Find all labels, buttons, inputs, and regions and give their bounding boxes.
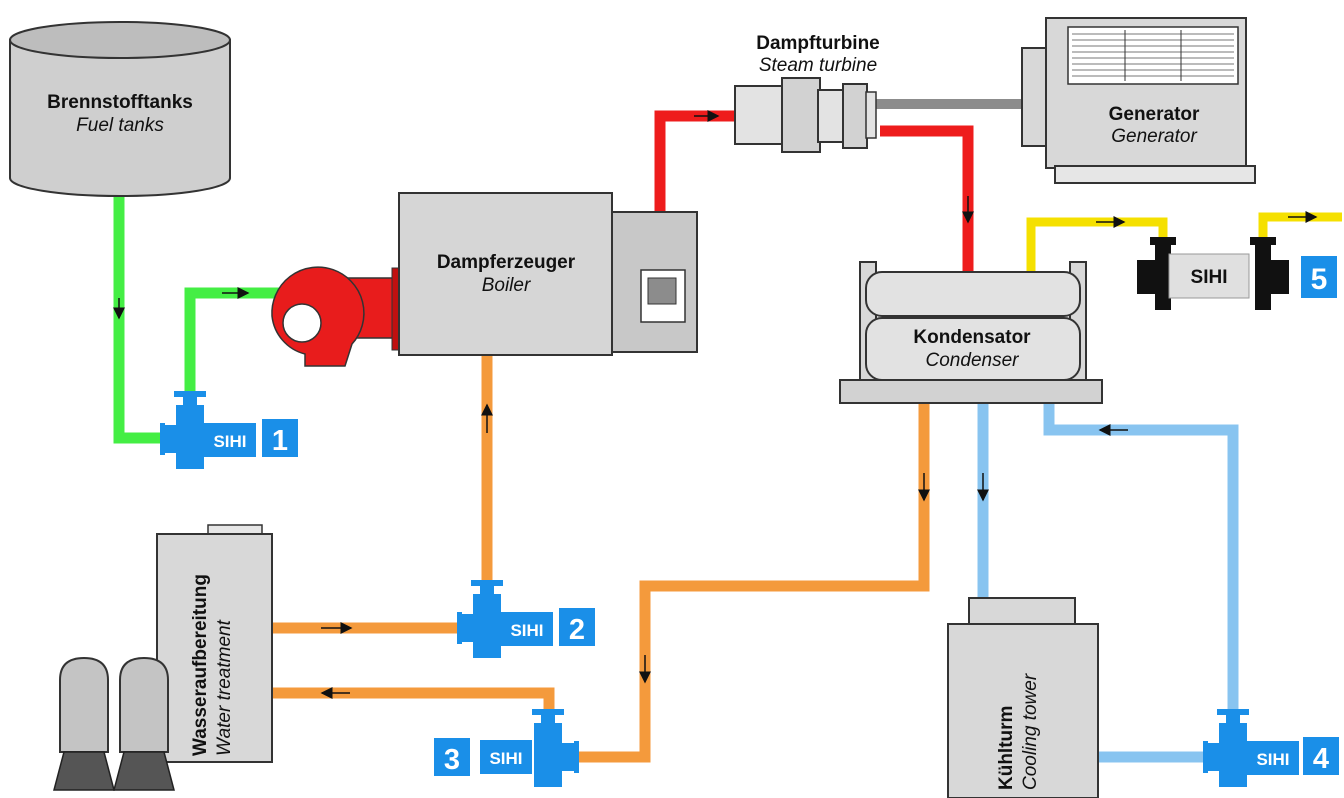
cooling-tower-label-de: Kühlturm xyxy=(996,706,1017,790)
pump-5: SIHI 5 xyxy=(1137,237,1337,310)
fuel-line-pump1-to-burner xyxy=(184,287,280,395)
pump-1-number: 1 xyxy=(272,425,288,457)
condenser-label-de: Kondensator xyxy=(913,327,1031,348)
water-line-pump3-to-treatment xyxy=(272,687,555,712)
condenser: Kondensator Condenser xyxy=(839,261,1103,404)
pump-4-brand: SIHI xyxy=(1256,750,1289,769)
pump-4-number: 4 xyxy=(1313,743,1329,775)
cooling-pipes xyxy=(977,403,1239,763)
pump-2-number: 2 xyxy=(569,614,585,646)
pump-5-brand: SIHI xyxy=(1191,267,1228,288)
condenser-base xyxy=(839,379,1103,404)
flow-arrows xyxy=(113,110,1318,699)
turbine-generator-shaft xyxy=(872,99,1022,109)
pump-3-brand: SIHI xyxy=(489,749,522,768)
pump-3: 3 SIHI xyxy=(434,709,579,787)
steam-turbine-label-de: Dampfturbine xyxy=(756,33,880,54)
burner-fan-inlet xyxy=(282,303,322,343)
boiler-label-en: Boiler xyxy=(482,275,531,296)
boiler-body xyxy=(398,192,613,356)
boiler: Dampferzeuger Boiler xyxy=(398,192,698,356)
generator-label-de: Generator xyxy=(1109,104,1200,125)
pump-2-brand: SIHI xyxy=(510,621,543,640)
fuel-tanks-label-en: Fuel tanks xyxy=(76,115,164,136)
fuel-tank: Brennstofftanks Fuel tanks xyxy=(9,21,231,197)
pump-2: SIHI 2 xyxy=(457,580,595,658)
aux-line-pump5-outlet xyxy=(1258,212,1342,240)
condenser-label-en: Condenser xyxy=(926,350,1020,371)
water-treatment: Wasseraufbereitung Water treatment xyxy=(156,524,273,763)
burner xyxy=(271,266,401,367)
pump-4: SIHI 4 xyxy=(1203,709,1339,787)
cooling-tower: Kühlturm Cooling tower xyxy=(947,597,1099,798)
cooling-tower-label-en: Cooling tower xyxy=(1020,673,1041,790)
steam-turbine: Dampfturbine Steam turbine xyxy=(734,33,880,153)
generator: Generator Generator xyxy=(1021,17,1256,184)
pump-3-number: 3 xyxy=(444,744,460,776)
fuel-pipes xyxy=(113,195,280,444)
cooling-line-pump4-to-condenser xyxy=(1043,403,1239,712)
condenser-upper-drum xyxy=(865,271,1081,317)
water-treatment-label-de: Wasseraufbereitung xyxy=(190,574,211,756)
water-line-condenser-to-pump3 xyxy=(578,403,930,763)
treatment-tanks xyxy=(53,656,175,791)
cooling-tower-body xyxy=(947,623,1099,798)
fuel-line-tank-to-pump1 xyxy=(113,195,165,444)
steam-line-boiler-to-turbine xyxy=(654,110,738,212)
boiler-label-de: Dampferzeuger xyxy=(437,252,576,273)
steam-line-turbine-to-condenser xyxy=(880,125,974,272)
fuel-tank-body xyxy=(9,39,231,197)
water-treatment-label-en: Water treatment xyxy=(214,619,235,756)
pump-1: SIHI 1 xyxy=(160,391,298,469)
pump-5-number: 5 xyxy=(1311,263,1328,296)
fuel-tank-top xyxy=(9,21,231,59)
pump-1-brand: SIHI xyxy=(213,432,246,451)
water-treatment-body xyxy=(156,533,273,763)
fuel-tanks-label-de: Brennstofftanks xyxy=(47,92,193,113)
generator-vent xyxy=(1067,26,1239,85)
steam-turbine-label-en: Steam turbine xyxy=(759,55,877,76)
water-pipes xyxy=(272,355,930,763)
generator-label-en: Generator xyxy=(1111,126,1197,147)
